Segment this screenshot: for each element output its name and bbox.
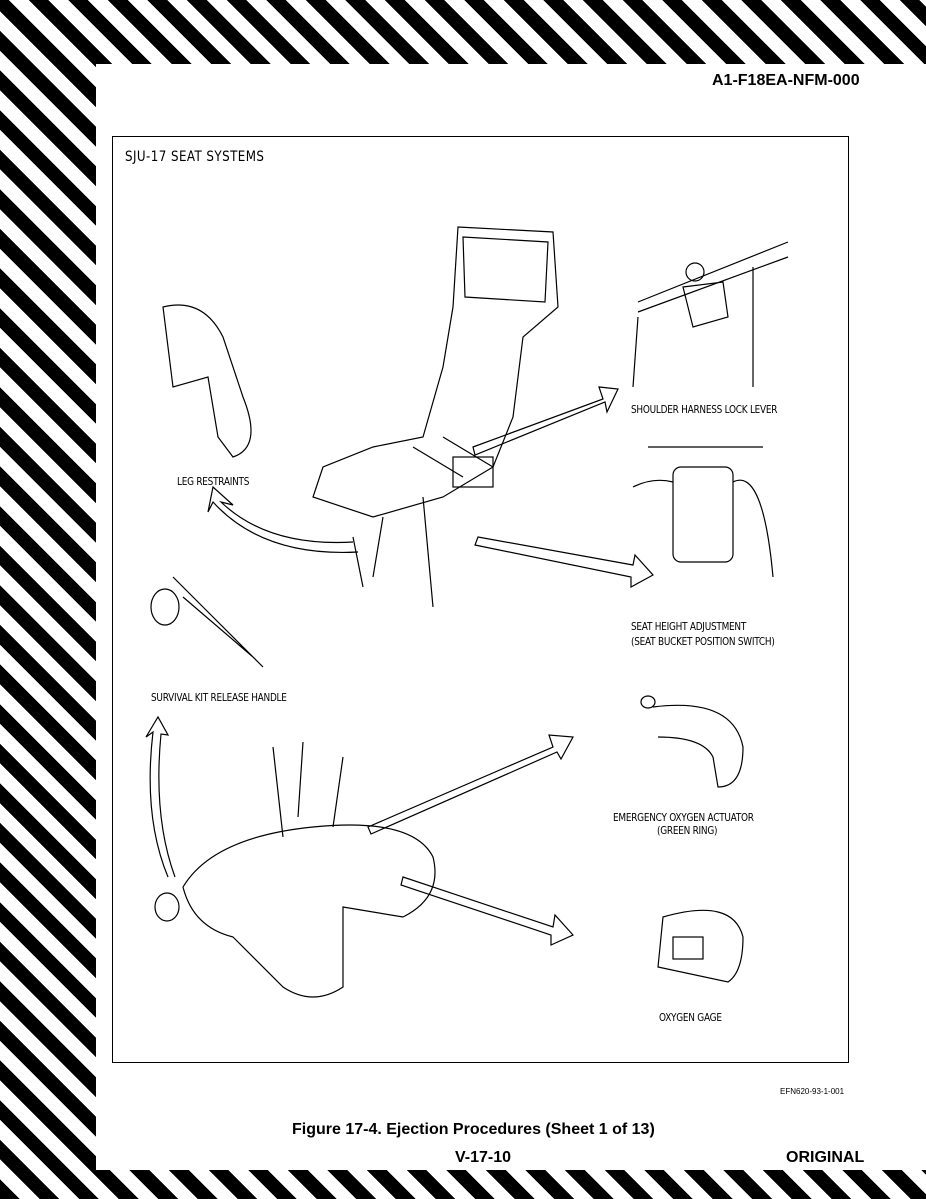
figure-caption: Figure 17-4. Ejection Procedures (Sheet … bbox=[292, 1121, 655, 1138]
label-seat-height: SEAT HEIGHT ADJUSTMENT bbox=[631, 621, 747, 633]
label-emergency-oxygen-sub: (GREEN RING) bbox=[657, 825, 718, 837]
page-number: V-17-10 bbox=[455, 1149, 512, 1166]
arrow-survival-kit bbox=[145, 715, 176, 878]
shoulder-harness-drawing bbox=[632, 241, 789, 388]
label-oxygen-gage: OXYGEN GAGE bbox=[659, 1012, 722, 1024]
emergency-oxygen-drawing bbox=[640, 695, 744, 788]
label-leg-restraints: LEG RESTRAINTS bbox=[177, 476, 250, 488]
leg-restraints-drawing bbox=[162, 304, 252, 458]
ejection-seat-drawing bbox=[312, 226, 559, 608]
survival-kit-seat-drawing bbox=[154, 741, 436, 998]
label-seat-height-sub: (SEAT BUCKET POSITION SWITCH) bbox=[631, 636, 775, 648]
label-emergency-oxygen: EMERGENCY OXYGEN ACTUATOR bbox=[613, 812, 754, 824]
survival-kit-drawing bbox=[150, 576, 264, 668]
label-shoulder-harness: SHOULDER HARNESS LOCK LEVER bbox=[631, 404, 778, 416]
figure-title: SJU-17 SEAT SYSTEMS bbox=[125, 149, 265, 165]
arrow-oxygen-gage bbox=[400, 876, 574, 946]
figure-code: EFN620-93-1-001 bbox=[780, 1087, 845, 1096]
arrow-seat-height bbox=[474, 536, 654, 589]
figure-frame: SJU-17 SEAT SYSTEMS LEG RESTRAINTS SHOUL… bbox=[112, 136, 849, 1063]
oxygen-gage-drawing bbox=[657, 909, 744, 983]
arrows bbox=[145, 386, 654, 946]
arrow-shoulder-harness bbox=[472, 386, 619, 456]
seat-illustration bbox=[145, 226, 789, 998]
revision-status: ORIGINAL bbox=[786, 1149, 865, 1166]
label-survival-kit: SURVIVAL KIT RELEASE HANDLE bbox=[151, 692, 287, 704]
arrow-leg-restraints bbox=[207, 485, 359, 554]
seat-height-drawing bbox=[632, 446, 774, 578]
document-number: A1-F18EA-NFM-000 bbox=[712, 72, 860, 89]
arrow-emergency-oxygen bbox=[367, 734, 574, 835]
